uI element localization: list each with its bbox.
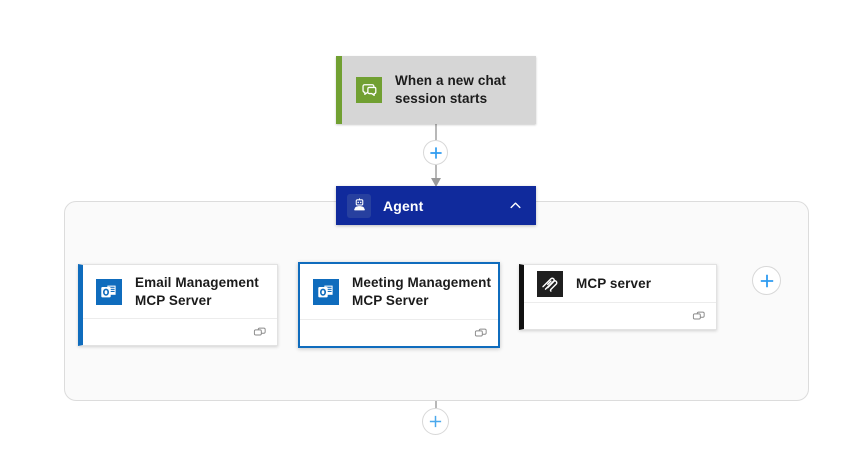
agent-node[interactable]: Agent: [336, 186, 536, 225]
tool-card-title: Email Management MCP Server: [135, 274, 259, 308]
tool-card-body: Meeting Management MCP Server: [300, 264, 498, 319]
plus-icon: [429, 146, 442, 159]
tool-card-meeting-management[interactable]: Meeting Management MCP Server: [298, 262, 500, 348]
copy-icon[interactable]: [473, 326, 488, 341]
tool-card-mcp-server[interactable]: MCP server: [519, 264, 717, 330]
mcp-logo-icon: [537, 270, 563, 297]
plus-icon: [760, 274, 773, 287]
tool-card-title: MCP server: [576, 275, 652, 291]
trigger-node[interactable]: When a new chat session starts: [336, 56, 536, 124]
trigger-title: When a new chat session starts: [395, 73, 507, 106]
chat-bubble-icon: [356, 77, 382, 103]
add-step-button-after-trigger[interactable]: [423, 140, 448, 165]
copy-icon[interactable]: [252, 325, 267, 340]
outlook-icon: [96, 278, 122, 305]
add-tool-button[interactable]: [752, 266, 781, 295]
tool-card-body: Email Management MCP Server: [83, 265, 277, 318]
tool-card-footer: [300, 319, 498, 346]
plus-icon: [429, 415, 442, 428]
tool-card-title: Meeting Management MCP Server: [352, 274, 492, 308]
chevron-up-icon[interactable]: [502, 186, 528, 225]
add-step-button-after-agent[interactable]: [422, 408, 449, 435]
tool-card-email-management[interactable]: Email Management MCP Server: [78, 264, 278, 346]
copy-icon[interactable]: [691, 309, 706, 324]
agent-title: Agent: [383, 197, 424, 214]
tool-card-footer: [83, 318, 277, 345]
robot-icon: [347, 193, 371, 218]
tool-card-body: MCP server: [524, 265, 716, 302]
tool-card-footer: [524, 302, 716, 329]
outlook-icon: [313, 278, 339, 305]
